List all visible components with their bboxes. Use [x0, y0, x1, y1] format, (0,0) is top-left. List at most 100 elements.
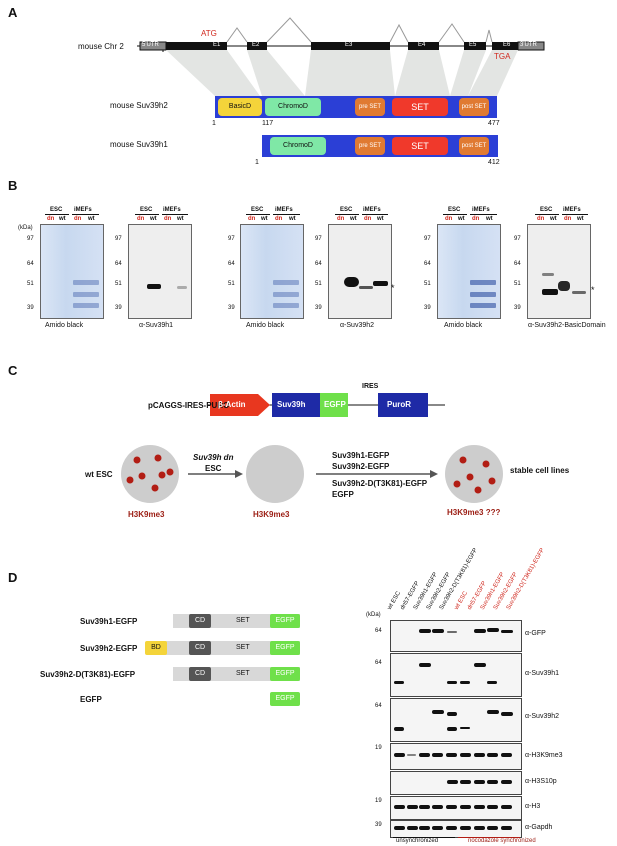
suv39h1-label: mouse Suv39h1	[110, 140, 168, 149]
h3s10p-blot-label: α-H3S10p	[525, 778, 557, 785]
b6-m51: 51	[514, 281, 521, 287]
construct-d3-name: Suv39h2-D(T3K81)-EGFP	[40, 670, 136, 679]
h3k9me3-marker: 19	[375, 745, 382, 751]
postset-domain-h2: post SET	[459, 98, 489, 116]
b2-imefs: iMEFs	[163, 207, 181, 213]
h2-start: 1	[212, 120, 216, 127]
b5-m97: 97	[424, 236, 431, 242]
b4-m97: 97	[315, 236, 322, 242]
b2-m51: 51	[115, 281, 122, 287]
exon-e1: E1	[213, 42, 221, 48]
suv39h2-label: mouse Suv39h2	[110, 101, 168, 110]
b2-dn2: dn	[164, 216, 172, 222]
b5-dn1: dn	[445, 216, 453, 222]
b1-m97: 97	[27, 236, 34, 242]
egfp-domain-4: EGFP	[270, 692, 300, 706]
dn-esc-label-1: Suv39h dn	[193, 453, 234, 462]
exon-e3: E3	[345, 42, 353, 48]
transfection-2: Suv39h2-EGFP	[332, 462, 390, 471]
b3-dn1: dn	[248, 216, 256, 222]
h2-pos117: 117	[262, 120, 274, 127]
b3-imefs: iMEFs	[275, 207, 293, 213]
b6-wt1: wt	[550, 216, 557, 222]
panel-c-letter: C	[8, 363, 18, 378]
b3-m97: 97	[228, 236, 235, 242]
d-kda: (kDa)	[366, 612, 381, 618]
exon-e6: E6	[503, 42, 511, 48]
puror-cds: PuroR	[387, 400, 411, 409]
h3k9me3-dn: H3K9me3	[253, 510, 290, 519]
gfp-marker: 64	[375, 628, 382, 634]
b4-dn1: dn	[337, 216, 345, 222]
bd-domain-2: BD	[145, 641, 167, 655]
b5-imefs: iMEFs	[472, 207, 490, 213]
star-basic: *	[591, 285, 595, 295]
h1-start: 1	[255, 159, 259, 166]
h3k9me3-wt: H3K9me3	[128, 510, 165, 519]
b3-m39: 39	[228, 305, 235, 311]
suv39h2-western-blot	[328, 224, 392, 319]
h1-end: 412	[488, 159, 500, 166]
b2-wt2: wt	[177, 216, 184, 222]
gapdh-blot	[390, 820, 522, 838]
b6-m97: 97	[514, 236, 521, 242]
cd-domain-1: CD	[189, 614, 211, 628]
gfp-blot-label: α-GFP	[525, 630, 546, 637]
b5-m39: 39	[424, 305, 431, 311]
utr5-label: 5'UTR	[142, 42, 159, 48]
panel-c-diagram	[121, 393, 503, 503]
b6-wt2: wt	[577, 216, 584, 222]
caption-amido-3: Amido black	[444, 322, 483, 329]
b4-esc: ESC	[340, 207, 353, 213]
preset-domain-h1: pre SET	[355, 137, 385, 155]
suv39h2-basic-domain-western-blot	[527, 224, 591, 319]
b2-m64: 64	[115, 261, 122, 267]
b5-dn2: dn	[472, 216, 480, 222]
b1-m64: 64	[27, 261, 34, 267]
b3-m51: 51	[228, 281, 235, 287]
b2-wt1: wt	[150, 216, 157, 222]
suv39h2-blot-label-d: α-Suv39h2	[525, 713, 560, 720]
b3-wt2: wt	[289, 216, 296, 222]
b1-dn2: dn	[74, 216, 82, 222]
basicd-domain: BasicD	[218, 98, 262, 116]
transfection-3: Suv39h2-D(T3K81)-EGFP	[332, 479, 428, 488]
egfp-cds: EGFP	[324, 400, 346, 409]
b4-m39: 39	[315, 305, 322, 311]
b2-dn1: dn	[137, 216, 145, 222]
star-h2: *	[391, 283, 395, 293]
b6-dn2: dn	[564, 216, 572, 222]
chr-label: mouse Chr 2	[78, 42, 124, 51]
utr3-label: 3'UTR	[520, 42, 537, 48]
b1-m39: 39	[27, 305, 34, 311]
h3k9me3-blot-label: α-H3K9me3	[525, 752, 563, 759]
amido-black-blot-1	[40, 224, 104, 319]
transfection-1: Suv39h1-EGFP	[332, 451, 390, 460]
b1-dn1: dn	[47, 216, 55, 222]
transfection-4: EGFP	[332, 490, 354, 499]
b6-esc: ESC	[540, 207, 553, 213]
suv39h2-marker-d: 64	[375, 703, 382, 709]
b5-esc: ESC	[448, 207, 461, 213]
construct-label: pCAGGS-IRES-PURO	[148, 401, 230, 410]
b5-m51: 51	[424, 281, 431, 287]
caption-suv39h1: α-Suv39h1	[139, 322, 174, 329]
gfp-blot	[390, 620, 522, 652]
stable-lines-label: stable cell lines	[510, 466, 570, 475]
b5-wt2: wt	[486, 216, 493, 222]
set-domain-2: SET	[236, 644, 250, 651]
egfp-domain-2: EGFP	[270, 641, 300, 655]
b6-dn1: dn	[537, 216, 545, 222]
b1-kda: (kDa)	[18, 225, 33, 231]
b3-wt1: wt	[261, 216, 268, 222]
b2-m39: 39	[115, 305, 122, 311]
set-domain-1: SET	[236, 617, 250, 624]
h3-marker: 19	[375, 798, 382, 804]
ires-label: IRES	[362, 383, 379, 390]
b2-m97: 97	[115, 236, 122, 242]
construct-d4-name: EGFP	[80, 695, 102, 704]
construct-d1-name: Suv39h1-EGFP	[80, 617, 138, 626]
b1-wt1: wt	[59, 216, 66, 222]
cd-domain-3: CD	[189, 667, 211, 681]
suv39h-cds: Suv39h	[277, 400, 306, 409]
